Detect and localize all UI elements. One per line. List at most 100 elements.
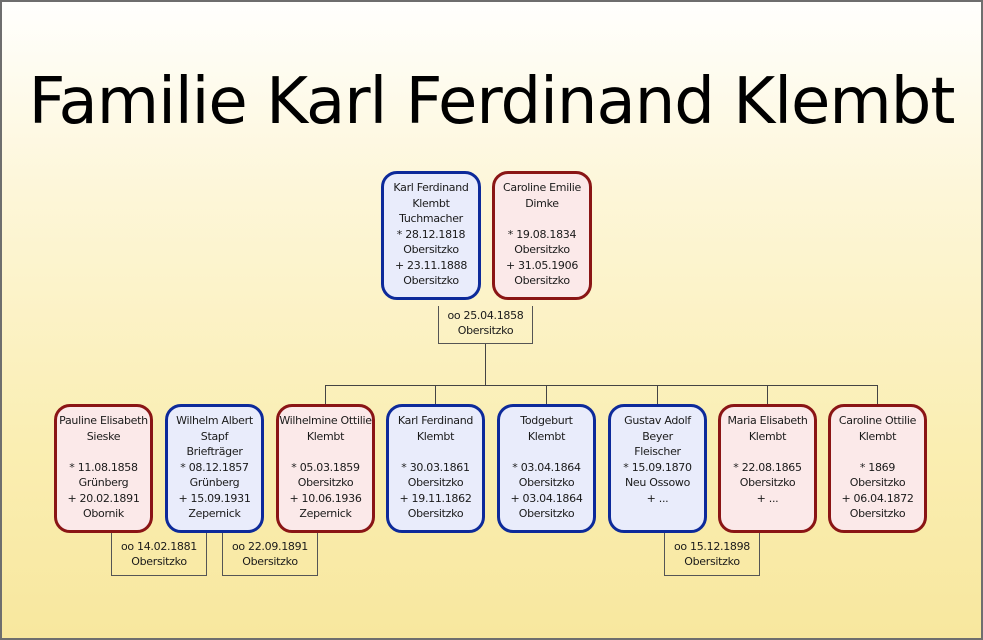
marriage-place: Obersitzko xyxy=(684,555,740,568)
person-first-names: Todgeburt xyxy=(520,414,573,427)
child-drop-line xyxy=(767,385,768,404)
child-drop-line xyxy=(325,385,326,404)
person-detail-line: + 03.04.1864 xyxy=(510,491,583,505)
person-detail-line: + 15.09.1931 xyxy=(178,491,251,505)
person-detail-line: Obersitzko xyxy=(403,243,459,256)
person-detail-line: Obersitzko xyxy=(407,507,464,520)
person-detail-line: Obersitzko xyxy=(849,507,906,520)
person-detail-line: + 19.11.1862 xyxy=(399,491,472,505)
person-detail-line: + 23.11.1888 xyxy=(394,258,468,272)
person-detail-line: Obersitzko xyxy=(739,476,796,489)
child-marriage-box: oo 14.02.1881 Obersitzko xyxy=(111,533,207,576)
person-detail-line: * 28.12.1818 xyxy=(396,227,466,241)
person-box-child[interactable]: Wilhelmine Ottilie Klembt * 05.03.1859 O… xyxy=(276,404,375,533)
child-marriage-box: oo 22.09.1891 Obersitzko xyxy=(222,533,318,576)
children-bus-line xyxy=(325,385,878,386)
person-first-names: Maria Elisabeth xyxy=(727,414,808,427)
marriage-date: oo 22.09.1891 xyxy=(231,540,309,553)
person-detail-line: * 30.03.1861 xyxy=(401,460,470,474)
person-detail-line: * 22.08.1865 xyxy=(733,460,802,474)
person-box-child[interactable]: Wilhelm Albert Stapf Briefträger * 08.12… xyxy=(165,404,264,533)
person-surname: Klembt xyxy=(416,429,455,443)
person-detail-line: Obersitzko xyxy=(849,476,906,489)
child-marriage-box: oo 15.12.1898 Obersitzko xyxy=(664,533,760,576)
person-detail-line: * 11.08.1858 xyxy=(69,460,138,474)
person-detail-line: Obersitzko xyxy=(297,476,354,489)
child-drop-line xyxy=(546,385,547,404)
person-first-names: Karl Ferdinand xyxy=(393,181,469,194)
person-detail-line xyxy=(279,444,372,460)
person-first-names: Karl Ferdinand xyxy=(397,414,474,427)
person-detail-line xyxy=(389,444,482,460)
child-drop-line xyxy=(657,385,658,404)
parents-stem-line xyxy=(485,343,486,385)
person-detail-line xyxy=(57,444,150,460)
person-detail-line: Zepernick xyxy=(188,507,241,520)
person-detail-line: + 06.04.1872 xyxy=(841,491,914,505)
person-detail-line: + 31.05.1906 xyxy=(505,258,579,272)
person-detail-line: + ... xyxy=(646,491,669,505)
person-detail-line xyxy=(495,211,589,227)
person-detail-line: Obersitzko xyxy=(514,274,570,287)
person-detail-line: Zepernick xyxy=(299,507,352,520)
marriage-date: oo 25.04.1858 xyxy=(447,309,524,322)
person-detail-line: Obersitzko xyxy=(407,476,464,489)
person-detail-line: Obersitzko xyxy=(403,274,459,287)
person-box-child[interactable]: Pauline Elisabeth Sieske * 11.08.1858 Gr… xyxy=(54,404,153,533)
person-first-names: Pauline Elisabeth xyxy=(59,414,148,427)
person-surname: Stapf xyxy=(200,429,229,443)
person-detail-line xyxy=(611,506,704,522)
person-box-child[interactable]: Karl Ferdinand Klembt * 30.03.1861 Obers… xyxy=(386,404,485,533)
person-surname: Klembt xyxy=(306,429,345,443)
person-detail-line: Obornik xyxy=(83,507,124,520)
person-surname: Sieske xyxy=(86,429,121,443)
person-detail-line: Grünberg xyxy=(78,476,129,489)
marriage-place: Obersitzko xyxy=(242,555,298,568)
person-detail-line: Tuchmacher xyxy=(399,212,463,225)
person-surname: Beyer xyxy=(642,429,673,443)
person-surname: Klembt xyxy=(527,429,566,443)
person-detail-line: Obersitzko xyxy=(514,243,570,256)
person-detail-line: Fleischer xyxy=(634,445,681,458)
person-first-names: Wilhelmine Ottilie xyxy=(279,414,372,427)
person-detail-line: Neu Ossowo xyxy=(624,476,691,489)
person-detail-line: Grünberg xyxy=(189,476,240,489)
person-detail-line xyxy=(500,444,593,460)
person-surname: Klembt xyxy=(858,429,897,443)
person-detail-line xyxy=(721,506,814,522)
person-detail-line: + 10.06.1936 xyxy=(289,491,362,505)
person-detail-line: * 1869 xyxy=(859,460,896,474)
person-box-child[interactable]: Maria Elisabeth Klembt * 22.08.1865 Ober… xyxy=(718,404,817,533)
person-first-names: Gustav Adolf xyxy=(624,414,691,427)
person-detail-line: * 19.08.1834 xyxy=(507,227,577,241)
parents-marriage-box: oo 25.04.1858 Obersitzko xyxy=(438,306,533,344)
person-first-names: Wilhelm Albert xyxy=(176,414,253,427)
person-detail-line: + 20.02.1891 xyxy=(67,491,140,505)
marriage-date: oo 14.02.1881 xyxy=(120,540,198,553)
person-detail-line: * 08.12.1857 xyxy=(180,460,249,474)
person-detail-line xyxy=(721,444,814,460)
person-detail-line: * 15.09.1870 xyxy=(623,460,692,474)
marriage-place: Obersitzko xyxy=(131,555,187,568)
child-drop-line xyxy=(435,385,436,404)
person-surname: Klembt xyxy=(412,196,450,210)
person-detail-line: * 03.04.1864 xyxy=(512,460,581,474)
person-box-father[interactable]: Karl Ferdinand Klembt Tuchmacher * 28.12… xyxy=(381,171,481,300)
person-box-child[interactable]: Caroline Ottilie Klembt * 1869 Obersitzk… xyxy=(828,404,927,533)
person-first-names: Caroline Emilie xyxy=(503,181,581,194)
person-box-mother[interactable]: Caroline Emilie Dimke * 19.08.1834 Obers… xyxy=(492,171,592,300)
person-surname: Dimke xyxy=(525,196,559,210)
person-box-child[interactable]: Todgeburt Klembt * 03.04.1864 Obersitzko… xyxy=(497,404,596,533)
person-detail-line: Briefträger xyxy=(186,445,243,458)
person-detail-line: * 05.03.1859 xyxy=(291,460,360,474)
person-detail-line xyxy=(831,444,924,460)
marriage-date: oo 15.12.1898 xyxy=(673,540,751,553)
person-detail-line: Obersitzko xyxy=(518,476,575,489)
person-detail-line: Obersitzko xyxy=(518,507,575,520)
child-drop-line xyxy=(877,385,878,404)
person-box-child[interactable]: Gustav Adolf Beyer Fleischer * 15.09.187… xyxy=(608,404,707,533)
person-surname: Klembt xyxy=(748,429,787,443)
person-detail-line: + ... xyxy=(756,491,779,505)
page-title: Familie Karl Ferdinand Klembt xyxy=(28,65,956,139)
